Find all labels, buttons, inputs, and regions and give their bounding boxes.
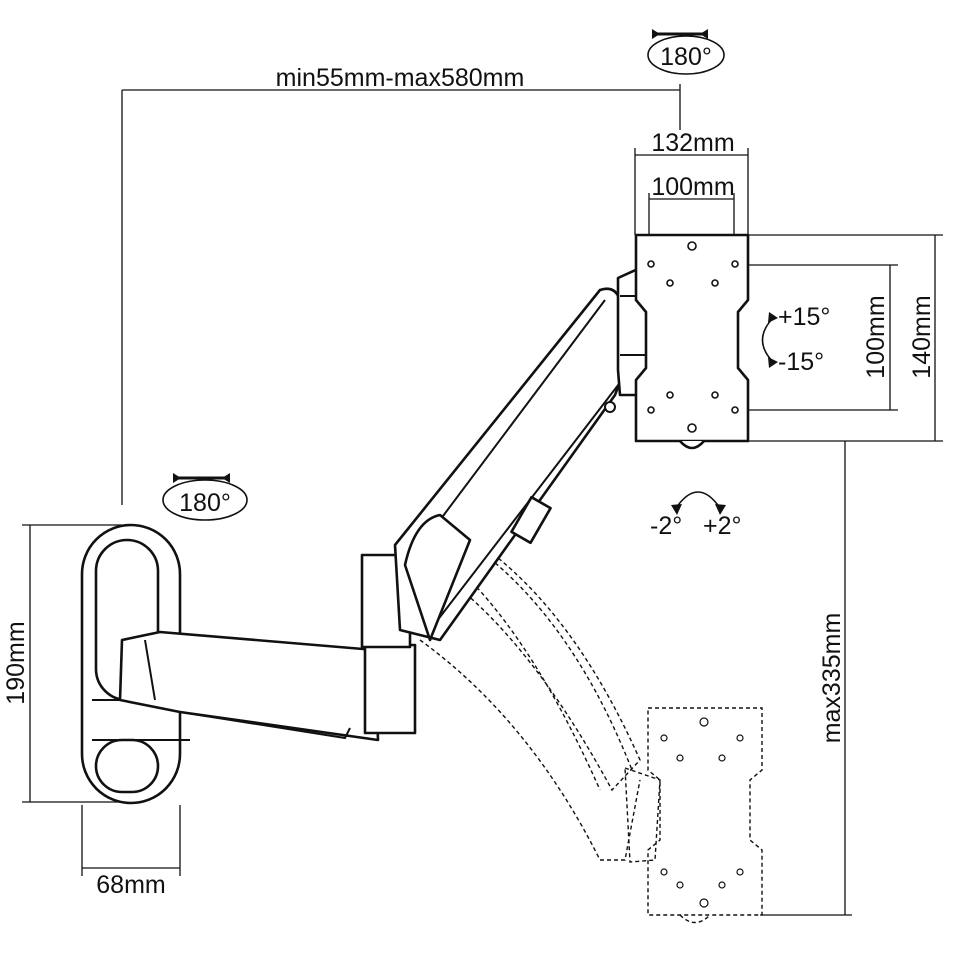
rotate-base-badge: 180° (162, 473, 248, 521)
vesa-height-label: 100mm (862, 295, 890, 378)
rotate-base-label: 180° (179, 489, 231, 517)
lowered-arm-outline (419, 519, 763, 924)
rotate-top-badge: 180° (647, 29, 725, 75)
tilt-up-label: +15° (778, 303, 830, 331)
base-height-label: 190mm (2, 621, 30, 704)
vesa-holes (647, 241, 739, 433)
plate-width-label: 132mm (651, 129, 734, 157)
tilt-arrow-icon (761, 317, 774, 363)
level-plus-label: +2° (703, 512, 742, 540)
level-indicator: -2° +2° (650, 491, 742, 540)
vesa-height-dimension: 100mm (740, 264, 898, 411)
height-adjust-label: max335mm (818, 613, 846, 744)
reach-label: min55mm-max580mm (276, 64, 525, 92)
level-arrow-icon (675, 491, 721, 509)
plate-width-dimension: 132mm (634, 129, 749, 235)
base-height-dimension: 190mm (2, 524, 122, 803)
vesa-plate (634, 233, 750, 450)
height-adjust-dimension: max335mm (760, 441, 852, 916)
level-minus-label: -2° (650, 512, 682, 540)
lower-arm (118, 553, 417, 742)
upper-arm (393, 287, 630, 642)
base-depth-label: 68mm (96, 871, 165, 899)
tilt-indicator: +15° -15° (761, 303, 830, 376)
plate-height-label: 140mm (908, 295, 936, 378)
tilt-down-label: -15° (778, 348, 824, 376)
rotate-top-label: 180° (660, 43, 712, 71)
base-depth-dimension: 68mm (81, 805, 181, 899)
vesa-width-label: 100mm (651, 173, 734, 201)
reach-dimension: min55mm-max580mm (121, 64, 681, 505)
vesa-width-dimension: 100mm (648, 173, 735, 262)
